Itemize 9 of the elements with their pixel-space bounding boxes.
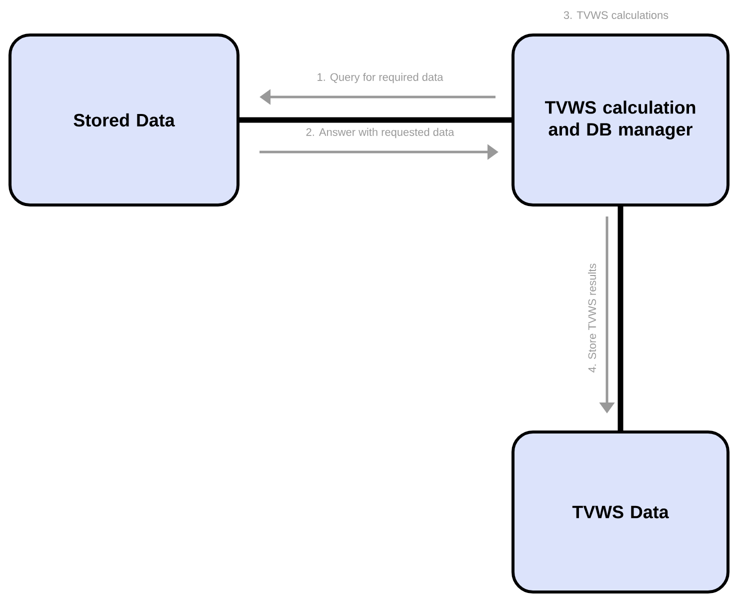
process-box: TVWS calculation and DB manager	[512, 34, 730, 206]
process-box: TVWS Data	[512, 430, 730, 594]
process-box: Stored Data	[8, 34, 240, 206]
edge-label: 2. Answer with requested data	[304, 126, 456, 140]
connector-line	[240, 117, 512, 123]
edge-label: 1. Query for required data	[316, 72, 444, 84]
connector-line	[618, 206, 624, 430]
step-label: 3. TVWS calculations	[564, 10, 668, 20]
edge-label: 4. Store TVWS results	[586, 262, 598, 374]
